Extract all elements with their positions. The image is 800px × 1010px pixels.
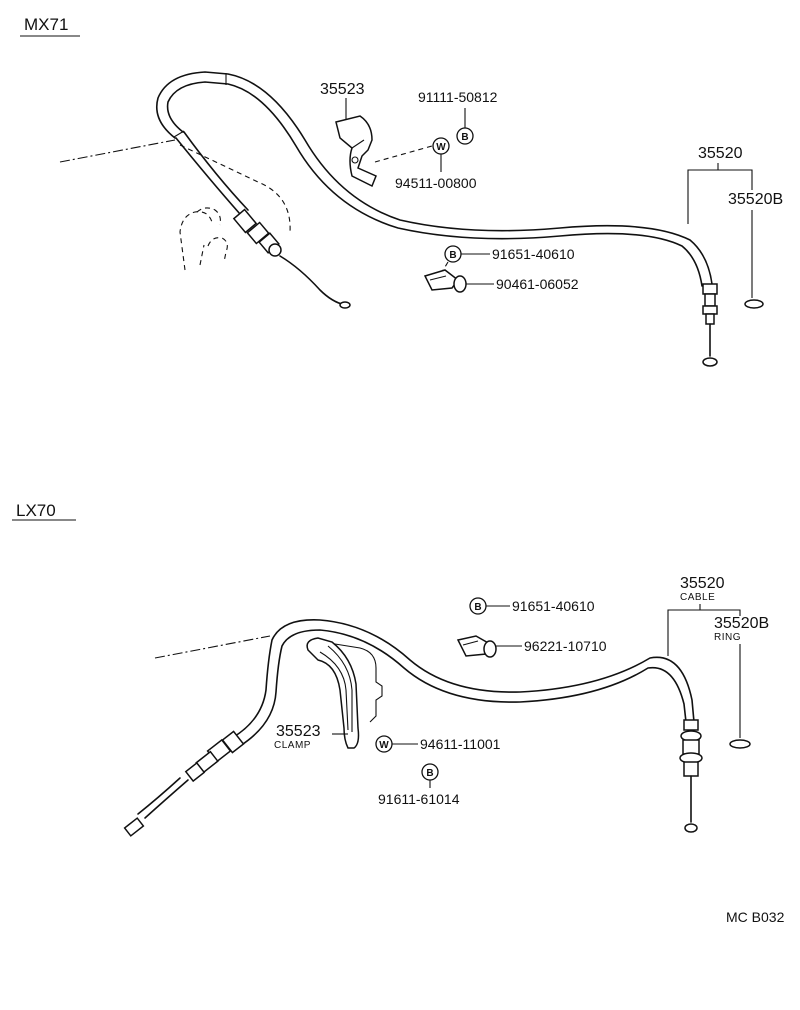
part-label-cable-mx71: 35520	[698, 145, 743, 162]
clip-90461-mx71	[423, 269, 467, 293]
ring-35520b-lx70	[729, 739, 751, 749]
bracket-outline-lx70	[306, 637, 383, 749]
washer-symbol-lx70: W	[375, 735, 393, 753]
part-label-bolt-a-lx70: 91651-40610	[512, 598, 595, 614]
leader-ring-bracket-mx71	[718, 169, 753, 190]
washer-symbol-mx71: W	[432, 137, 450, 155]
cable-end-mx71	[702, 283, 718, 367]
part-desc-ring-lx70: RING	[714, 632, 741, 643]
part-label-clip-mx71: 90461-06052	[496, 276, 579, 292]
body-reference-line	[59, 139, 176, 163]
cable-adjuster-lx70	[123, 730, 245, 837]
part-label-ring-lx70: 35520B	[714, 615, 769, 632]
section-mx71: MX71	[20, 15, 783, 367]
part-label-washer-mx71: 94511-00800	[395, 175, 477, 191]
part-label-bolt-b-lx70: 91611-61014	[378, 791, 460, 807]
leader-cable-mx71	[687, 163, 719, 224]
section-lx70: LX70 35523 CLAMP	[12, 501, 769, 837]
part-desc-cable-lx70: CABLE	[680, 592, 715, 603]
svg-text:W: W	[379, 740, 389, 751]
bolt-a-symbol-lx70: B	[469, 597, 487, 615]
svg-text:B: B	[461, 132, 468, 143]
part-label-ring-mx71: 35520B	[728, 191, 783, 208]
part-label-bolt-a-mx71: 91111-50812	[418, 89, 498, 105]
body-reference-line-lx70	[154, 635, 271, 659]
part-label-clamp-mx71: 35523	[320, 81, 365, 98]
svg-text:W: W	[436, 142, 446, 153]
cable-35520-mx71	[156, 71, 713, 287]
part-desc-clamp-lx70: CLAMP	[274, 740, 311, 751]
section-title-mx71: MX71	[24, 15, 68, 34]
svg-text:B: B	[426, 768, 433, 779]
part-label-clamp-lx70: 35523	[276, 723, 321, 740]
leader-cable-lx70	[667, 604, 701, 656]
cable-35520-lx70	[231, 619, 695, 747]
leader-ring-bracket-lx70	[700, 609, 741, 616]
bolt-b-symbol-lx70: B	[421, 763, 439, 781]
part-label-clip-lx70: 96221-10710	[524, 638, 607, 654]
part-label-washer-lx70: 94611-11001	[420, 736, 501, 752]
ring-35520b-mx71	[744, 299, 764, 309]
svg-text:B: B	[449, 250, 456, 261]
pedal-phantom	[179, 207, 228, 271]
section-title-lx70: LX70	[16, 501, 56, 520]
part-label-cable-lx70: 35520	[680, 575, 725, 592]
bolt-symbol-mx71: B	[456, 127, 474, 145]
svg-text:B: B	[474, 602, 481, 613]
cable-end-lx70	[679, 719, 703, 833]
diagram-code: MC B032	[726, 909, 785, 925]
leader-washer-clamp-mx71	[374, 145, 433, 163]
part-label-bolt-b-mx71: 91651-40610	[492, 246, 575, 262]
clamp-35523-mx71	[335, 115, 377, 188]
cable-adjuster-mx71	[232, 208, 351, 309]
clip-96221-lx70	[456, 635, 497, 658]
bolt-b-symbol-mx71: B	[444, 245, 462, 263]
